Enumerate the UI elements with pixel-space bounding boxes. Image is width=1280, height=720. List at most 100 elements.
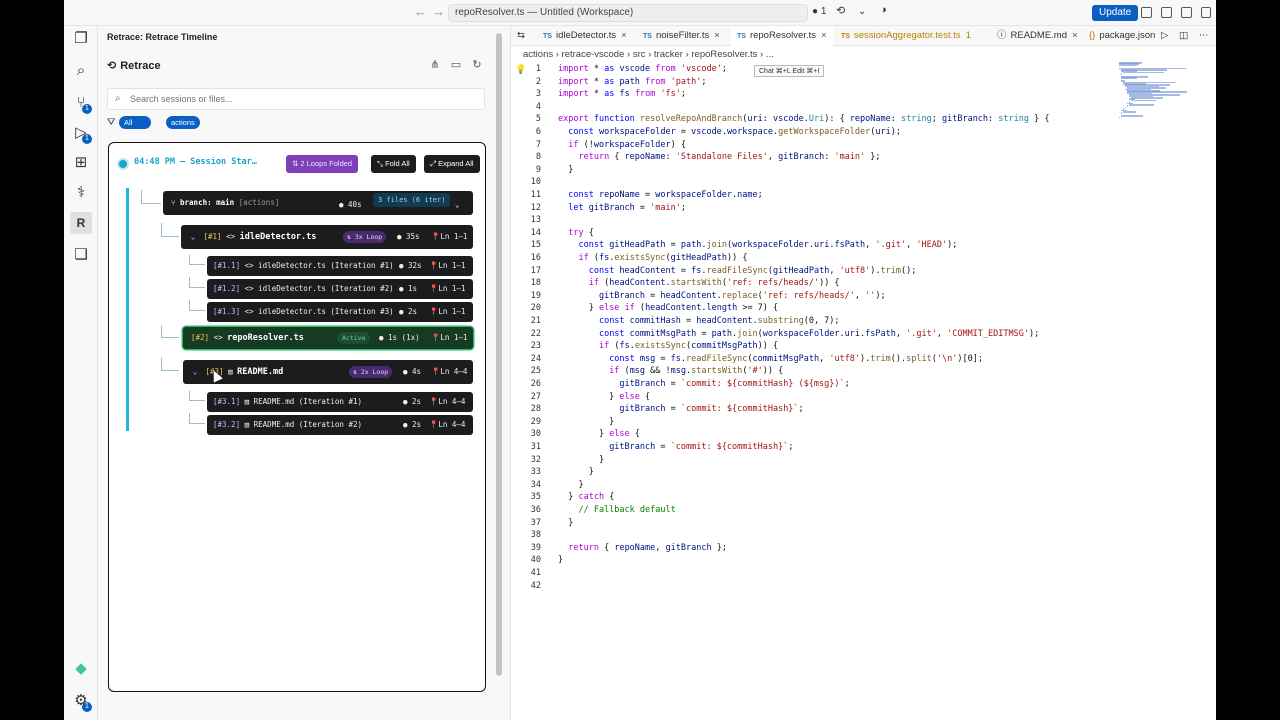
chevron-down-icon[interactable]: ⌄ [455, 200, 460, 209]
code-line[interactable]: gitBranch = headContent.replace('ref: re… [598, 290, 886, 301]
copilot-icon[interactable]: ⟲ [836, 5, 846, 17]
accounts-icon[interactable]: ◑ [880, 4, 887, 16]
extension-logo-icon[interactable]: ◆ [75, 660, 87, 677]
tab-package-json[interactable]: {}package.json [1085, 26, 1164, 46]
toggle-secondary-sidebar-icon[interactable] [1181, 7, 1192, 18]
minimap[interactable] [1119, 62, 1189, 122]
retrace-icon[interactable]: R [70, 212, 92, 234]
code-line[interactable]: if (msg && !msg.startsWith('#')) { [609, 366, 784, 377]
code-line[interactable]: } [558, 454, 605, 465]
search-input[interactable] [130, 92, 470, 106]
refresh-icon[interactable]: ↻ [472, 59, 482, 71]
node-lines: Ln 4–4 [440, 367, 468, 376]
code-line[interactable]: gitBranch = `commit: ${commitHash}`; [609, 442, 794, 452]
run-debug-icon[interactable]: ▷ [75, 124, 87, 141]
code-line[interactable]: export function resolveRepoAndBranch(uri… [558, 114, 1050, 125]
code-line[interactable]: let gitBranch = 'main'; [568, 202, 686, 213]
command-center[interactable]: repoResolver.ts — Untitled (Workspace) [448, 4, 808, 22]
source-control-icon[interactable]: ⑂ [76, 94, 86, 111]
more-actions-icon[interactable]: ⋯ [1199, 30, 1209, 41]
close-icon[interactable]: × [714, 30, 720, 41]
expand-all-button[interactable]: ⤢ Expand All [424, 155, 480, 173]
filter-chip-actions[interactable]: actions [166, 116, 200, 129]
chevron-down-icon[interactable]: ⌄ [190, 232, 196, 241]
sidebar-scrollbar[interactable] [496, 33, 502, 676]
file-node-idle-detector[interactable]: ⌄ [#1] <> idleDetector.ts ⇅ 3x Loop ● 35… [181, 225, 473, 249]
close-icon[interactable]: × [621, 30, 627, 41]
code-line[interactable]: if (headContent.startsWith('ref: refs/he… [588, 278, 840, 289]
loops-folded-button[interactable]: ⇅ 2 Loops Folded [286, 155, 359, 173]
code-line[interactable]: import * as fs from 'fs'; [558, 89, 687, 100]
code-line[interactable]: } else if (headContent.length >= 7) { [558, 303, 779, 314]
iteration-node[interactable]: [#3.1] ▤ README.md (Iteration #1) ● 2s 📍… [207, 392, 473, 412]
code-line[interactable]: const headContent = fs.readFileSync(gitH… [588, 265, 917, 276]
toggle-sidebar-icon[interactable] [1141, 7, 1152, 18]
code-line[interactable]: gitBranch = `commit: ${commitHash} (${ms… [619, 379, 850, 389]
extensions-icon[interactable]: ⊞ [74, 154, 88, 171]
fold-all-button[interactable]: ⤡ Fold All [371, 155, 416, 173]
close-icon[interactable]: × [820, 30, 827, 41]
chevron-down-icon[interactable]: ⌄ [192, 367, 198, 376]
close-icon[interactable]: × [1072, 30, 1078, 41]
back-arrow-icon[interactable]: ← [414, 4, 427, 19]
customize-layout-icon[interactable] [1201, 7, 1211, 18]
code-line[interactable]: // Fallback default [558, 505, 676, 515]
code-line[interactable]: } else { [558, 429, 640, 440]
code-line[interactable]: if (!workspaceFolder) { [568, 139, 686, 150]
code-line[interactable]: } [558, 479, 584, 490]
iteration-node[interactable]: [#1.2] <> idleDetector.ts (Iteration #2)… [207, 279, 473, 299]
explorer-icon[interactable]: ❐ [74, 30, 88, 47]
iteration-node[interactable]: [#1.3] <> idleDetector.ts (Iteration #3)… [207, 302, 473, 322]
code-line[interactable]: const gitHeadPath = path.join(workspaceF… [578, 240, 958, 251]
code-line[interactable]: import * as vscode from 'vscode'; [558, 64, 727, 74]
code-line[interactable]: } [558, 555, 564, 566]
code-line[interactable]: } [558, 164, 574, 175]
file-node-repo-resolver[interactable]: [#2] <> repoResolver.ts Active ● 1s (1x)… [183, 327, 473, 349]
code-line[interactable]: gitBranch = `commit: ${commitHash}`; [619, 404, 804, 415]
iteration-node[interactable]: [#1.1] <> idleDetector.ts (Iteration #1)… [207, 256, 473, 276]
code-line[interactable]: try { [568, 227, 594, 238]
filter-chip-all-repos[interactable]: All Repos [119, 116, 151, 140]
code-line[interactable]: import * as path from 'path'; [558, 76, 707, 87]
iteration-node[interactable]: [#3.2] ▤ README.md (Iteration #2) ● 2s 📍… [207, 415, 473, 435]
code-line[interactable]: if (fs.existsSync(gitHeadPath)) { [578, 253, 748, 263]
filter-icon[interactable]: ⛛ [107, 117, 116, 128]
code-line[interactable]: } [558, 517, 574, 528]
breadcrumb[interactable]: actions › retrace-vscode › src › tracker… [523, 49, 774, 60]
branch-node[interactable]: ⑂ branch: main [actions] ● 40s 3 files (… [163, 191, 473, 215]
toggle-panel-icon[interactable] [1161, 7, 1172, 18]
comment-icon[interactable]: ▭ [450, 59, 462, 71]
code-line[interactable]: } [558, 416, 615, 427]
search-box[interactable]: ⌕ [107, 88, 485, 110]
session-label[interactable]: 04:48 PM — Session Started [134, 157, 259, 167]
forward-arrow-icon[interactable]: → [432, 4, 445, 19]
copy-icon[interactable]: ❏ [74, 246, 88, 263]
code-line[interactable]: return { repoName: 'Standalone Files', g… [578, 152, 881, 163]
code-line[interactable]: const commitHash = headContent.substring… [598, 316, 840, 326]
inline-chat-hint: Chat ⌘+L Edit ⌘+I [754, 65, 825, 77]
code-line[interactable]: const workspaceFolder = vscode.workspace… [568, 127, 901, 137]
update-button[interactable]: Update [1092, 5, 1139, 21]
code-line[interactable]: const repoName = workspaceFolder.name; [568, 190, 763, 200]
python-icon[interactable]: ⚕ [76, 184, 86, 201]
run-icon[interactable]: ▷ [1161, 30, 1169, 41]
code-line[interactable]: } catch { [558, 492, 615, 503]
share-icon[interactable]: ⋔ [430, 59, 440, 71]
code-line[interactable]: const commitMsgPath = path.join(workspac… [598, 328, 1040, 339]
code-line[interactable]: } else { [558, 391, 651, 402]
lightbulb-icon[interactable]: 💡 [515, 64, 527, 74]
more-icon[interactable]: ⇆ [517, 30, 525, 41]
code-line[interactable]: } [558, 467, 594, 478]
code-line[interactable]: return { repoName, gitBranch }; [568, 542, 727, 553]
code-line[interactable]: const msg = fs.readFileSync(commitMsgPat… [609, 353, 983, 364]
code-line[interactable]: if (fs.existsSync(commitMsgPath)) { [598, 341, 779, 352]
chevron-down-icon[interactable]: ⌄ [858, 6, 867, 17]
file-node-readme[interactable]: ⌄ [#3] ▤ README.md ⇅ 2x Loop ● 4s 📍Ln 4–… [183, 360, 473, 384]
split-editor-icon[interactable]: ◫ [1179, 30, 1188, 41]
search-icon[interactable]: ⌕ [76, 62, 86, 79]
